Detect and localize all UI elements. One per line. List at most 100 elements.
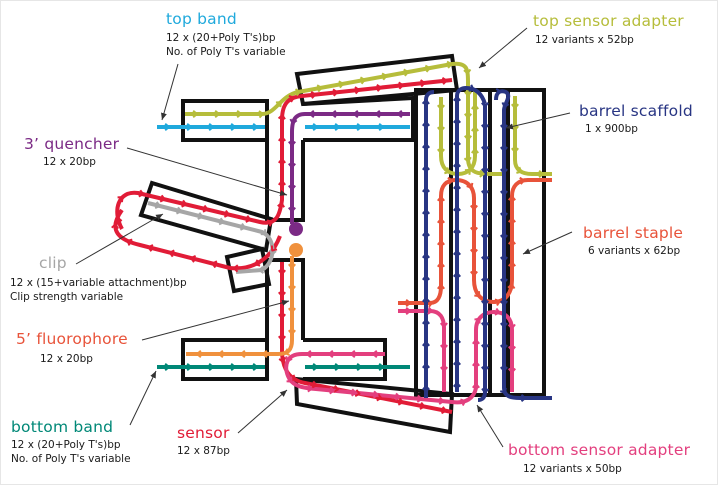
leader-sensor bbox=[237, 389, 288, 434]
strand-direction-chevron bbox=[254, 259, 261, 267]
strand-direction-chevron bbox=[278, 269, 286, 275]
strand-direction-chevron bbox=[334, 363, 340, 371]
strand-direction-chevron bbox=[501, 101, 510, 108]
strand-direction-chevron bbox=[470, 270, 478, 277]
strand-direction-chevron bbox=[328, 350, 334, 358]
strand-direction-chevron bbox=[309, 110, 315, 118]
strand-direction-chevron bbox=[494, 307, 501, 316]
strand-direction-chevron bbox=[277, 114, 286, 120]
clip-box bbox=[138, 180, 274, 253]
fluorophore-dye bbox=[289, 243, 303, 257]
label-barrel-scaffold: barrel scaffold 1 x 900bp bbox=[579, 103, 693, 136]
strand-direction-chevron bbox=[181, 199, 188, 208]
leader-barrel-staple bbox=[522, 231, 573, 255]
strand-direction-chevron bbox=[471, 126, 479, 132]
strand-direction-chevron bbox=[398, 81, 404, 90]
strand-direction-chevron bbox=[453, 271, 461, 278]
strand-direction-chevron bbox=[218, 217, 225, 226]
strand-direction-chevron bbox=[481, 124, 489, 130]
strand-direction-chevron bbox=[240, 350, 246, 358]
strand-direction-chevron bbox=[453, 293, 461, 300]
strand-direction-chevron bbox=[196, 350, 202, 358]
leader-top-band bbox=[161, 63, 179, 121]
strand-direction-chevron bbox=[114, 216, 123, 223]
strand-direction-chevron bbox=[278, 357, 287, 363]
strand-direction-chevron bbox=[353, 110, 359, 118]
strand-direction-chevron bbox=[508, 345, 516, 352]
strand-direction-chevron bbox=[239, 223, 246, 231]
strand-direction-chevron bbox=[288, 95, 295, 103]
strand-direction-chevron bbox=[453, 315, 461, 322]
strand-direction-chevron bbox=[481, 212, 489, 218]
strand-direction-chevron bbox=[372, 390, 379, 399]
strand-direction-chevron bbox=[278, 335, 286, 341]
strand-direction-chevron bbox=[277, 202, 285, 208]
strand-direction-chevron bbox=[416, 394, 423, 403]
strand-direction-chevron bbox=[495, 88, 502, 96]
strand-direction-chevron bbox=[283, 348, 290, 356]
strand-direction-chevron bbox=[306, 350, 312, 358]
strand-direction-chevron bbox=[470, 204, 478, 211]
label-top-sensor-adapter: top sensor adapter 12 variants x 52bp bbox=[533, 12, 684, 47]
strand-direction-chevron bbox=[186, 123, 192, 131]
strand-direction-chevron bbox=[126, 238, 133, 246]
strand-direction-chevron bbox=[354, 389, 361, 398]
strand-direction-chevron bbox=[197, 212, 204, 220]
strand-direction-chevron bbox=[331, 110, 337, 118]
strand-direction-chevron bbox=[453, 95, 461, 102]
strand-direction-chevron bbox=[288, 184, 296, 191]
strand-direction-chevron bbox=[460, 398, 467, 406]
strand-direction-chevron bbox=[422, 363, 430, 369]
strand-direction-chevron bbox=[466, 182, 474, 189]
strand-direction-chevron bbox=[494, 298, 501, 306]
strand-direction-chevron bbox=[441, 76, 448, 85]
strand-direction-chevron bbox=[208, 363, 214, 371]
strand-bottom-sensor-adapter-barrel bbox=[398, 309, 446, 392]
strand-direction-chevron bbox=[208, 123, 214, 131]
strand-direction-chevron bbox=[351, 388, 357, 397]
strand-direction-chevron bbox=[500, 190, 508, 196]
label-top-band: top band 12 x (20+Poly T's)bp No. of Pol… bbox=[166, 11, 286, 59]
strand-direction-chevron bbox=[499, 387, 507, 394]
strand-fluorophore bbox=[186, 256, 294, 356]
top-sensor-adapter-title: top sensor adapter bbox=[533, 12, 684, 30]
strand-direction-chevron bbox=[481, 278, 489, 284]
strand-direction-chevron bbox=[481, 102, 489, 108]
strand-direction-chevron bbox=[519, 176, 526, 185]
strand-direction-chevron bbox=[440, 344, 448, 350]
strand-direction-chevron bbox=[334, 123, 340, 131]
barrel-staple-title: barrel staple bbox=[583, 224, 684, 242]
leader-bottom-sensor-adapter bbox=[476, 404, 504, 448]
strand-direction-chevron bbox=[440, 366, 448, 372]
leader-barrel-scaffold bbox=[505, 112, 571, 130]
clip-title: clip bbox=[39, 254, 67, 272]
strand-direction-chevron bbox=[245, 215, 252, 223]
strand-barrel-staple-1 bbox=[398, 178, 552, 305]
strand-direction-chevron bbox=[164, 123, 170, 131]
strand-direction-chevron bbox=[481, 168, 489, 174]
strand-direction-chevron bbox=[164, 363, 170, 371]
strand-direction-chevron bbox=[359, 76, 366, 85]
top-sensor-adapter-line-1: 12 variants x 52bp bbox=[535, 33, 634, 46]
label-fluorophore: 5’ fluorophore 12 x 20bp bbox=[16, 331, 128, 366]
strand-direction-chevron bbox=[211, 260, 218, 269]
strand-direction-chevron bbox=[500, 256, 508, 262]
strand-direction-chevron bbox=[444, 167, 451, 175]
clip-line-1: 12 x (15+variable attachment)bp bbox=[10, 276, 187, 289]
bottom-sensor-adapter-line-1: 12 variants x 50bp bbox=[523, 462, 622, 475]
strand-direction-chevron bbox=[230, 123, 236, 131]
bottom-band-line-2: No. of Poly T's variable bbox=[11, 452, 131, 465]
strand-direction-chevron bbox=[463, 68, 472, 75]
strand-direction-chevron bbox=[376, 83, 382, 92]
strand-direction-chevron bbox=[447, 176, 454, 185]
strand-direction-chevron bbox=[230, 363, 236, 371]
strand-direction-chevron bbox=[437, 261, 445, 268]
leader-lines bbox=[75, 27, 573, 448]
strand-direction-chevron bbox=[311, 380, 318, 389]
strand-direction-chevron bbox=[214, 110, 220, 118]
strand-direction-chevron bbox=[405, 307, 411, 315]
strand-direction-chevron bbox=[453, 359, 461, 366]
top-vertical-box bbox=[265, 140, 305, 222]
strand-direction-chevron bbox=[507, 283, 516, 290]
